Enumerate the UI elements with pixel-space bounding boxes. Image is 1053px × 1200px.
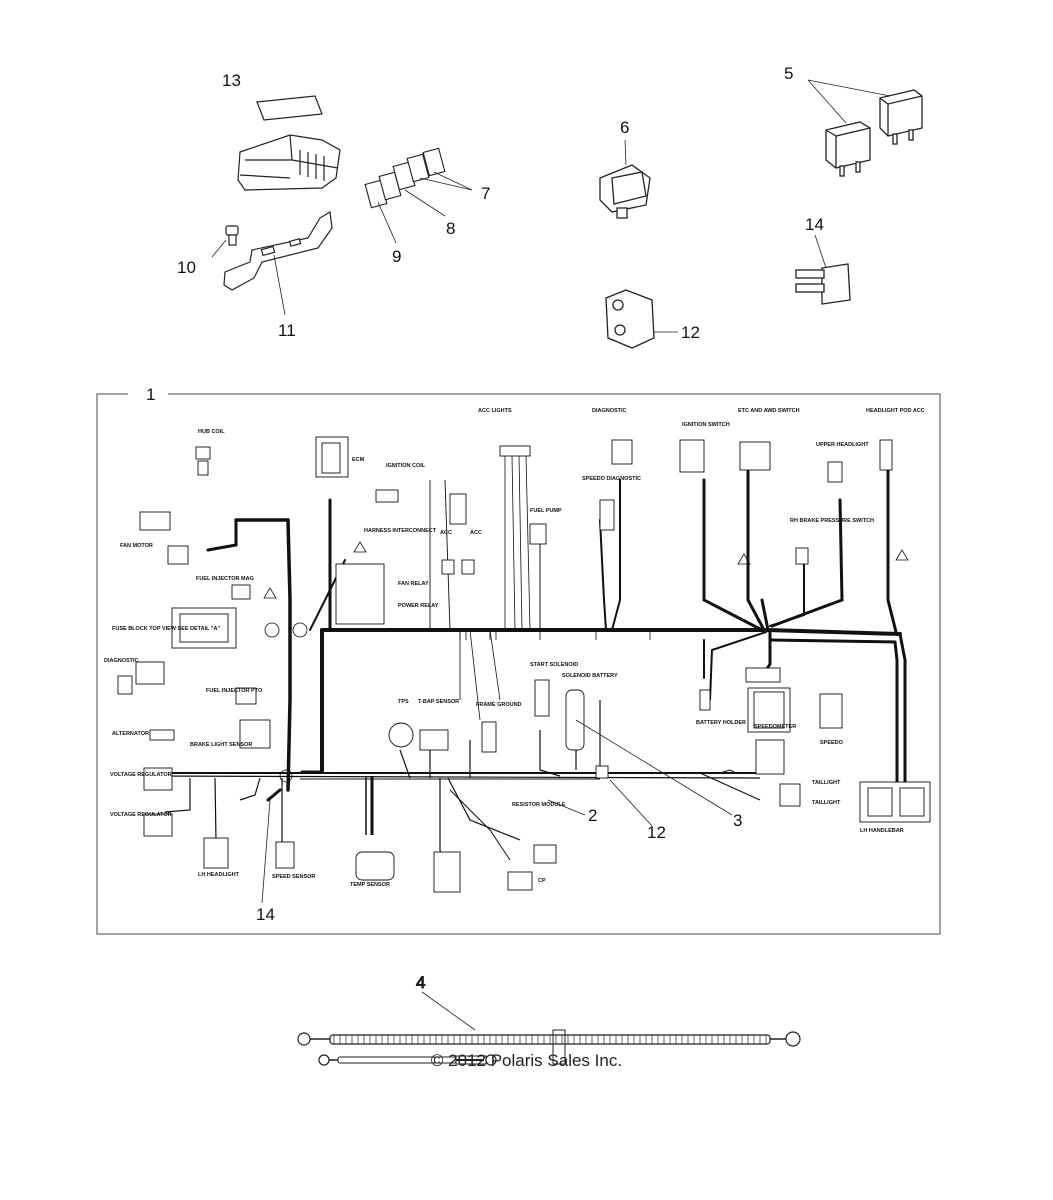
callout-14-top: 14 [805, 215, 824, 234]
callout-10: 10 [177, 258, 196, 277]
label-fuel-injector-pto: FUEL INJECTOR PTO [206, 688, 263, 694]
label-taillight-1: TAILLIGHT [812, 800, 841, 806]
label-fuel-pump: FUEL PUMP [530, 508, 562, 514]
label-alternator: ALTERNATOR [112, 731, 149, 737]
label-fuse-block: FUSE BLOCK TOP VIEW SEE DETAIL "A" [112, 626, 220, 632]
label-tbap-sensor: T-BAP SENSOR [418, 699, 459, 705]
callout-4: 4 [416, 973, 425, 992]
part-5-relays [807, 79, 923, 177]
callout-3: 3 [733, 811, 742, 830]
label-diagnostic-left: DIAGNOSTIC [104, 658, 139, 664]
label-harness-interconnect: HARNESS INTERCONNECT [364, 528, 437, 534]
callout-13: 13 [222, 71, 241, 90]
callout-1: 1 [146, 385, 155, 404]
part-7-8-9-fuses [364, 147, 473, 244]
part-14-connector [795, 234, 851, 305]
terminal-marks [263, 541, 909, 783]
label-taillight-2: TAILLIGHT [812, 780, 841, 786]
harness-trunks [206, 468, 907, 802]
label-battery-holder: BATTERY HOLDER [696, 720, 746, 726]
label-acc-1: ACC [440, 530, 452, 536]
label-fan-motor: FAN MOTOR [120, 543, 153, 549]
label-acc-2: ACC [470, 530, 482, 536]
harness-connectors [117, 436, 931, 893]
part-13-fuse-box-cover [237, 95, 341, 191]
callout-12-top: 12 [681, 323, 700, 342]
label-fuel-injector-mag: FUEL INJECTOR MAG [196, 576, 254, 582]
label-acc-lights: ACC LIGHTS [478, 408, 512, 414]
label-ignition-coil: IGNITION COIL [386, 463, 426, 469]
component-labels: HUB COIL ECM IGNITION COIL ACC LIGHTS DI… [104, 408, 925, 888]
label-diagnostic-top: DIAGNOSTIC [592, 408, 627, 414]
label-lh-handlebar: LH HANDLEBAR [860, 828, 904, 834]
callout-9: 9 [392, 247, 401, 266]
label-rh-brake-pressure-switch: RH BRAKE PRESSURE SWITCH [790, 518, 874, 524]
label-etc-awd-switch: ETC AND AWD SWITCH [738, 408, 800, 414]
part-6-connector [599, 139, 651, 219]
label-speedo-2: SPEEDO [820, 740, 844, 746]
label-temp-sensor: TEMP SENSOR [350, 882, 390, 888]
part-12-switch [605, 289, 678, 349]
label-ecm: ECM [352, 457, 365, 463]
label-lh-headlight: LH HEADLIGHT [198, 872, 240, 878]
label-headlight-pod-acc: HEADLIGHT POD ACC [866, 408, 925, 414]
label-ignition-switch: IGNITION SWITCH [682, 422, 730, 428]
label-upper-headlight: UPPER HEADLIGHT [816, 442, 869, 448]
part-4-battery-cables: 4 [297, 973, 801, 1066]
part-11-mounting-bracket [223, 211, 333, 316]
callout-14-harness: 14 [256, 905, 275, 924]
label-speed-sensor: SPEED SENSOR [272, 874, 315, 880]
label-frame-ground: FRAME GROUND [476, 702, 522, 708]
callout-7: 7 [481, 184, 490, 203]
label-fan-relay: FAN RELAY [398, 581, 429, 587]
callout-2: 2 [588, 806, 597, 825]
top-callouts: 13 5 6 7 8 9 10 11 14 12 [177, 64, 824, 342]
label-start-solenoid: START SOLENOID [530, 662, 578, 668]
label-cp: CP [538, 878, 546, 884]
callout-11: 11 [278, 321, 296, 340]
label-power-relay: POWER RELAY [398, 603, 439, 609]
label-speedo-diagnostic: SPEEDO DIAGNOSTIC [582, 476, 641, 482]
copyright-notice: © 2012 Polaris Sales Inc. [430, 1051, 623, 1070]
label-voltage-regulator-1: VOLTAGE REGULATOR [110, 772, 172, 778]
part-10-bolt [211, 225, 239, 258]
callout-6: 6 [620, 118, 629, 137]
lower-wire-bundle [149, 454, 761, 871]
label-brake-light-sensor: BRAKE LIGHT SENSOR [190, 742, 252, 748]
label-voltage-regulator-2: VOLTAGE REGULATOR [110, 812, 172, 818]
harness-frame: 1 [96, 385, 941, 935]
label-speedometer: SPEEDOMETER [754, 724, 796, 730]
callout-5: 5 [784, 64, 793, 83]
callout-12-harness: 12 [647, 823, 666, 842]
harness-callouts: 2 3 12 14 [256, 719, 742, 924]
label-resistor-module: RESISTOR MODULE [512, 802, 566, 808]
callout-8: 8 [446, 219, 455, 238]
label-solenoid-battery: SOLENOID BATTERY [562, 673, 618, 679]
label-tps: TPS [398, 699, 409, 705]
label-hub-coil: HUB COIL [198, 429, 225, 435]
